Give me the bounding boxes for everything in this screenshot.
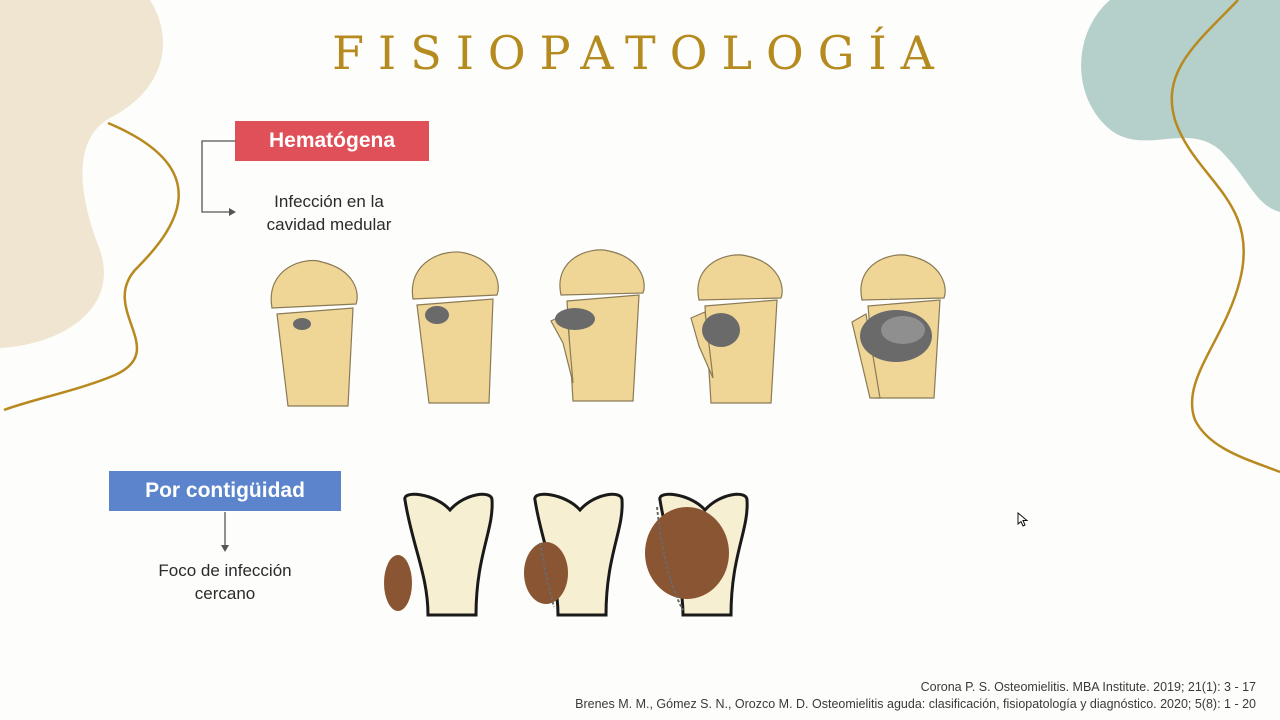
bone-stage-5 (851, 254, 946, 399)
contiguity-stage-2 (524, 492, 624, 617)
bone-stage-4 (690, 254, 783, 404)
bone-stage-2 (411, 251, 499, 404)
gold-curve-left (3, 121, 180, 412)
teal-blob (1081, 0, 1280, 212)
references: Corona P. S. Osteomielitis. MBA Institut… (575, 679, 1256, 713)
bone-stage-1 (270, 259, 358, 407)
beige-blob (0, 0, 163, 348)
reference-line: Brenes M. M., Gómez S. N., Orozco M. D. … (575, 697, 1256, 711)
contiguity-stage-3 (645, 492, 749, 617)
hematogena-description-line: cavidad medular (266, 215, 392, 234)
bone-stage-3 (550, 249, 645, 402)
contiguidad-description-line: Foco de infección (158, 561, 292, 580)
reference-line: Corona P. S. Osteomielitis. MBA Institut… (920, 680, 1256, 694)
hematogena-description: Infección en la cavidad medular (236, 190, 422, 236)
contiguidad-badge: Por contigüidad (109, 471, 341, 511)
hematogena-description-line: Infección en la (274, 192, 384, 211)
hematogena-bone-sequence (270, 249, 946, 407)
mouse-cursor-icon (1017, 512, 1029, 527)
contiguity-stage-1 (384, 492, 494, 617)
contiguidad-description: Foco de infección cercano (120, 559, 330, 605)
slide-title: FISIOPATOLOGÍA (332, 26, 948, 80)
hematogena-badge: Hematógena (235, 121, 429, 161)
contiguidad-description-line: cercano (194, 584, 256, 603)
gold-curve-right (1170, 0, 1280, 474)
contiguidad-bone-sequence (384, 492, 749, 617)
